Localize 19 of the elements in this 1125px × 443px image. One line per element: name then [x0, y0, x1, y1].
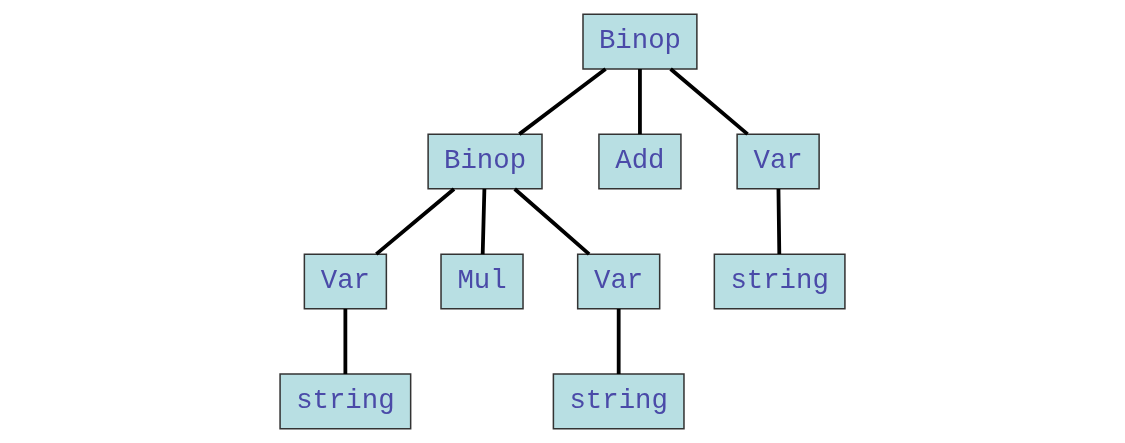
connector	[638, 69, 642, 135]
node-box: string	[279, 373, 412, 430]
connector	[776, 188, 782, 255]
connector	[513, 187, 591, 256]
connector	[375, 187, 456, 256]
node-box: string	[713, 253, 846, 310]
connector	[518, 67, 607, 136]
connector	[343, 308, 348, 375]
node-box: Add	[598, 133, 682, 190]
connector	[480, 188, 487, 255]
connector	[616, 308, 621, 375]
node-box: string	[552, 373, 685, 430]
node-box: Binop	[427, 133, 543, 190]
node-box: Var	[576, 253, 661, 310]
node-box: Binop	[582, 13, 698, 70]
node-box: Var	[303, 253, 388, 310]
node-box: Var	[736, 133, 820, 190]
node-box: Mul	[440, 253, 524, 310]
connector	[669, 67, 749, 136]
